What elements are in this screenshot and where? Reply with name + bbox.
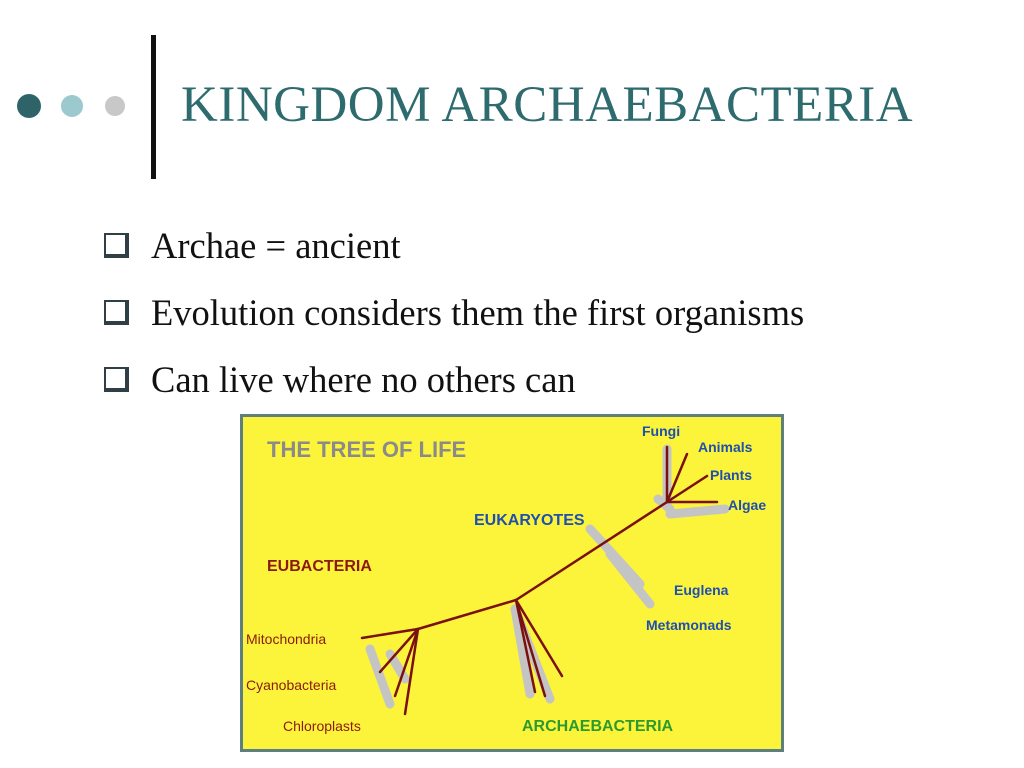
branch-archaebacteria-3: [514, 598, 564, 678]
branch-archaebacteria-1: [514, 598, 537, 694]
eukaryotes-label: EUKARYOTES: [474, 512, 585, 529]
tree-title: THE TREE OF LIFE: [267, 437, 466, 462]
branch-chloroplasts-2: [403, 627, 420, 716]
checkbox-bullet-icon: [104, 300, 129, 325]
mitochondria-label: Mitochondria: [246, 631, 326, 647]
dot-mid: [61, 95, 83, 117]
tree-of-life-diagram: THE TREE OF LIFE EUKARYOTES EUBACTERIA A…: [240, 414, 784, 752]
branch-trunk-upper: [514, 500, 669, 602]
checkbox-bullet-icon: [104, 233, 129, 258]
branch-archaebacteria-2: [514, 598, 547, 698]
tree-of-life-figure: THE TREE OF LIFE EUKARYOTES EUBACTERIA A…: [240, 414, 784, 752]
euglena-label: Euglena: [674, 582, 729, 598]
algae-label: Algae: [728, 497, 766, 513]
bullet-list: Archae = ancient Evolution considers the…: [104, 224, 804, 425]
cyanobacteria-label: Cyanobacteria: [246, 677, 336, 693]
dot-light: [105, 96, 125, 116]
bullet-item: Archae = ancient: [104, 224, 804, 291]
plants-label: Plants: [710, 467, 752, 483]
branch-trunk-lower: [416, 598, 518, 631]
title-decoration: [0, 0, 160, 200]
branch-animals: [665, 452, 689, 504]
bullet-text: Archae = ancient: [151, 225, 401, 266]
bullet-item: Evolution considers them the first organ…: [104, 291, 804, 358]
bullet-item: Can live where no others can: [104, 358, 804, 425]
title-divider: [151, 35, 156, 179]
branch-chloroplasts: [393, 627, 420, 698]
tree-background: [240, 414, 784, 752]
metamonads-label: Metamonads: [646, 617, 732, 633]
dot-dark: [17, 94, 41, 118]
animals-label: Animals: [698, 439, 753, 455]
branch-cyanobacteria: [378, 627, 420, 674]
eubacteria-label: EUBACTERIA: [267, 558, 372, 575]
chloroplasts-label: Chloroplasts: [283, 718, 361, 734]
bullet-text: Evolution considers them the first organ…: [151, 292, 805, 333]
checkbox-bullet-icon: [104, 367, 129, 392]
bullet-text: Can live where no others can: [151, 359, 576, 400]
slide-title: KINGDOM ARCHAEBACTERIA: [181, 77, 914, 133]
archaebacteria-label: ARCHAEBACTERIA: [522, 718, 674, 735]
fungi-label: Fungi: [642, 423, 680, 439]
branch-mitochondria: [360, 627, 420, 640]
branch-plants: [665, 474, 709, 504]
tree-branches: [360, 445, 719, 716]
